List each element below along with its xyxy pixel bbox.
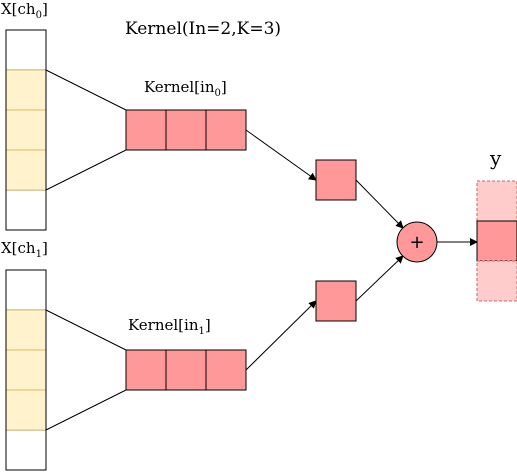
kernel-1-cell [165, 349, 207, 391]
input-1-cell [5, 429, 47, 471]
title-label: Kernel(In=2,K=3) [125, 19, 282, 39]
input-1-cell-highlighted [5, 309, 47, 351]
input-0-frame [5, 29, 47, 231]
fan-line-bottom-1 [45, 389, 127, 431]
output-cell-faded [476, 260, 517, 302]
input-0-cell [5, 29, 47, 71]
output-label: y [490, 146, 502, 170]
fan-line-top-0 [45, 69, 127, 111]
kernel-0-cell [165, 109, 207, 151]
input-0-cell-highlighted [5, 69, 47, 111]
kernel-0-cell [205, 109, 247, 151]
input-1-cell-highlighted [5, 389, 47, 431]
output-cell-active [476, 220, 517, 262]
kernel-0-label: Kernel[in0] [144, 78, 227, 99]
kernel-0-to-product-arrow [245, 129, 317, 181]
sum-circle [396, 221, 438, 263]
sum-symbol: + [409, 232, 424, 253]
kernel-1-label: Kernel[in1] [128, 316, 211, 337]
product-1-box [315, 280, 357, 322]
kernel-1-cell [205, 349, 247, 391]
input-1-cell-highlighted [5, 349, 47, 391]
input-0-cell-highlighted [5, 149, 47, 191]
product-0-to-sum-arrow [355, 179, 404, 229]
kernel-0-cell [125, 109, 167, 151]
input-0-cell [5, 189, 47, 231]
fan-line-top-1 [45, 309, 127, 351]
input-1-cell [5, 269, 47, 311]
product-1-to-sum-arrow [355, 255, 404, 302]
output-cell-faded [476, 180, 517, 222]
input-0-label: X[ch0] [1, 0, 48, 21]
input-1-label: X[ch1] [1, 239, 48, 260]
kernel-1-cell [125, 349, 167, 391]
product-0-box [315, 159, 357, 201]
input-0-cell-highlighted [5, 109, 47, 151]
kernel-1-to-product-arrow [245, 300, 317, 371]
input-1-frame [5, 269, 47, 471]
fan-line-bottom-0 [45, 149, 127, 191]
